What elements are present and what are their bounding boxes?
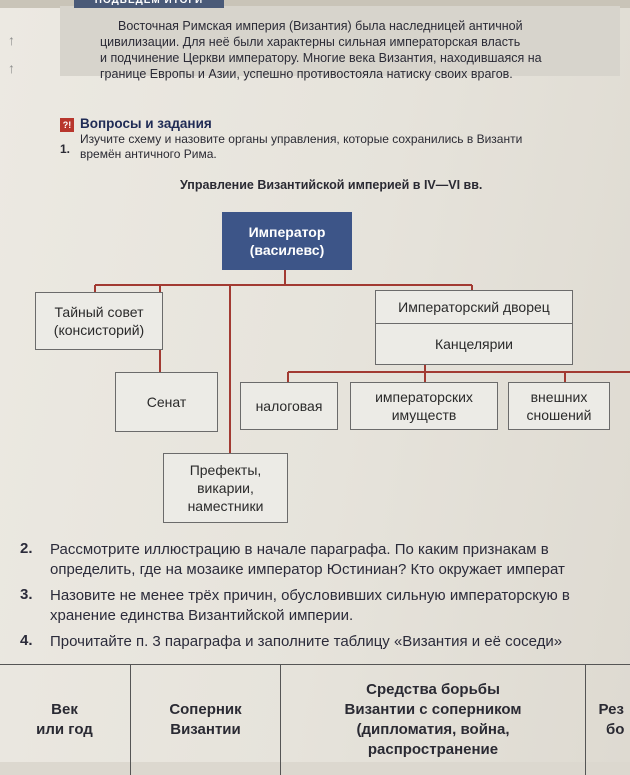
prefects-label: Префекты,	[189, 462, 262, 478]
foreign-office-label: внешних	[530, 389, 588, 405]
q3-text: Назовите не менее трёх причин, обусловив…	[50, 586, 570, 626]
table-header-cell: Рез бо	[585, 665, 630, 775]
q2-number: 2.	[20, 540, 33, 557]
summary-line: цивилизации. Для неё были характерны сил…	[100, 35, 521, 49]
header-line: Средства борьбы	[366, 681, 500, 698]
header-line: (дипломатия, война,	[356, 721, 510, 738]
q2-text: Рассмотрите иллюстрацию в начале парагра…	[50, 540, 565, 580]
header-line: бо	[606, 721, 625, 738]
q1-number: 1.	[60, 142, 71, 156]
secret-council-label: Тайный совет	[54, 304, 144, 320]
summary-line: и подчинение Церкви императору. Многие в…	[100, 51, 542, 65]
foreign-office-box: внешних сношений	[508, 382, 610, 430]
table-header-cell: Век или год	[0, 665, 130, 775]
q2-line: определить, где на мозаике император Юст…	[50, 561, 565, 578]
secret-council-sublabel: (консисторий)	[53, 322, 145, 338]
header-line: распространение	[367, 741, 499, 758]
summary-tag: ПОДВЕДЁМ ИТОГИ	[74, 0, 224, 8]
senate-label: Сенат	[146, 394, 187, 410]
q1-text: Изучите схему и назовите органы управлен…	[80, 132, 630, 162]
palace-label: Императорский дворец	[398, 299, 550, 315]
emperor-sublabel: (василевс)	[249, 242, 325, 258]
chancellery-box: Канцелярии	[375, 323, 573, 365]
header-line: Византии с соперником	[344, 701, 522, 718]
summary-text: Восточная Римская империя (Византия) был…	[100, 18, 620, 82]
questions-heading: Вопросы и задания	[80, 116, 212, 131]
q3-line: Назовите не менее трёх причин, обусловив…	[50, 587, 570, 604]
foreign-office-label: сношений	[526, 407, 592, 423]
tax-office-box: налоговая	[240, 382, 338, 430]
scheme-title: Управление Византийской империей в IV—VI…	[180, 178, 483, 192]
q3-line: хранение единства Византийской империи.	[50, 607, 354, 624]
summary-box	[60, 6, 620, 76]
header-line: Век	[51, 701, 78, 718]
prefects-label: викарии,	[197, 480, 254, 496]
secret-council-box: Тайный совет (консисторий)	[35, 292, 163, 350]
palace-box: Императорский дворец	[375, 290, 573, 324]
header-line: Соперник	[169, 701, 242, 718]
emperor-label: Император	[248, 224, 326, 240]
question-icon: ?!	[60, 118, 74, 132]
neighbors-table: Век или год Соперник Византии Средства б…	[0, 664, 630, 775]
table-header-cell: Соперник Византии	[130, 665, 280, 775]
header-line: Византии	[170, 721, 241, 738]
header-line: или год	[36, 721, 93, 738]
q4-text: Прочитайте п. 3 параграфа и заполните та…	[50, 632, 562, 652]
estates-office-label: императорских	[375, 389, 473, 405]
summary-line: Восточная Римская империя (Византия) был…	[118, 19, 523, 33]
q1-line: Изучите схему и назовите органы управлен…	[80, 132, 523, 146]
estates-office-box: императорских имуществ	[350, 382, 498, 430]
prefects-label: наместники	[187, 498, 264, 514]
q2-line: Рассмотрите иллюстрацию в начале парагра…	[50, 541, 549, 558]
page-top-edge	[0, 0, 630, 8]
header-line: Рез	[598, 701, 624, 718]
chancellery-label: Канцелярии	[434, 336, 514, 352]
summary-line: границе Европы и Азии, успешно противост…	[100, 67, 513, 81]
margin-mark: ↑	[8, 32, 15, 48]
senate-box: Сенат	[115, 372, 218, 432]
prefects-box: Префекты, викарии, наместники	[163, 453, 288, 523]
q3-number: 3.	[20, 586, 33, 603]
q4-number: 4.	[20, 632, 33, 649]
emperor-box: Император (василевс)	[222, 212, 352, 270]
tax-office-label: налоговая	[255, 398, 323, 414]
table-header-cell: Средства борьбы Византии с соперником (д…	[280, 665, 585, 775]
estates-office-label: имуществ	[391, 407, 457, 423]
q4-line: Прочитайте п. 3 параграфа и заполните та…	[50, 633, 563, 650]
margin-mark: ↑	[8, 60, 15, 76]
q1-line: времён античного Рима.	[80, 147, 217, 161]
